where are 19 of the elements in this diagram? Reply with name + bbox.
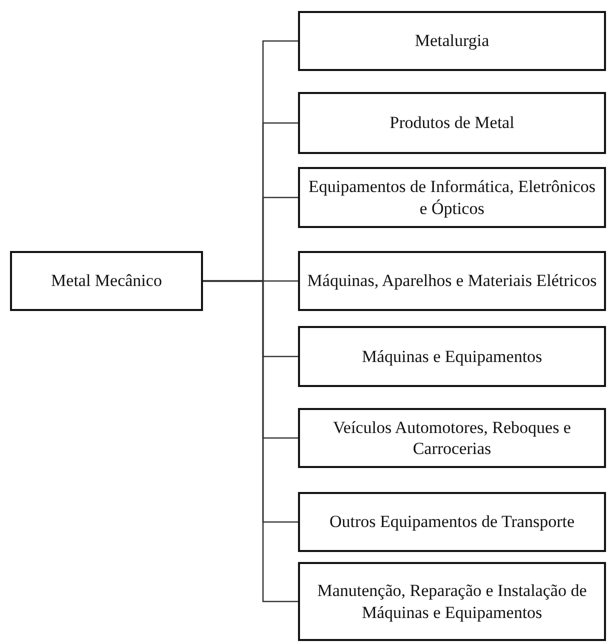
category-box [298, 92, 606, 154]
category-box [298, 492, 606, 552]
node-label: Veículos Automotores, Reboques e Carrocerias [332, 416, 572, 460]
category-box [298, 11, 606, 71]
connector-line [203, 280, 298, 602]
root-box [10, 251, 203, 311]
node-label: Manutenção, Reparação e Instalação de Máquinas e Equipamentos [316, 580, 588, 623]
node-label: Máquinas e Equipamentos [362, 346, 542, 368]
node-label: Metal Mecânico [51, 270, 162, 292]
node-label: Equipamentos de Informática, Eletrônicos e Ópticos [307, 176, 597, 219]
node-label: Metalurgia [414, 30, 490, 52]
node-label: Produtos de Metal [390, 112, 514, 134]
category-box [298, 251, 606, 311]
category-box [298, 408, 606, 468]
category-box [298, 167, 606, 228]
category-box [298, 562, 606, 641]
category-box [298, 326, 606, 387]
node-label: Outros Equipamentos de Transporte [329, 511, 575, 533]
node-label: Máquinas, Aparelhos e Materiais Elétricos [307, 270, 597, 292]
